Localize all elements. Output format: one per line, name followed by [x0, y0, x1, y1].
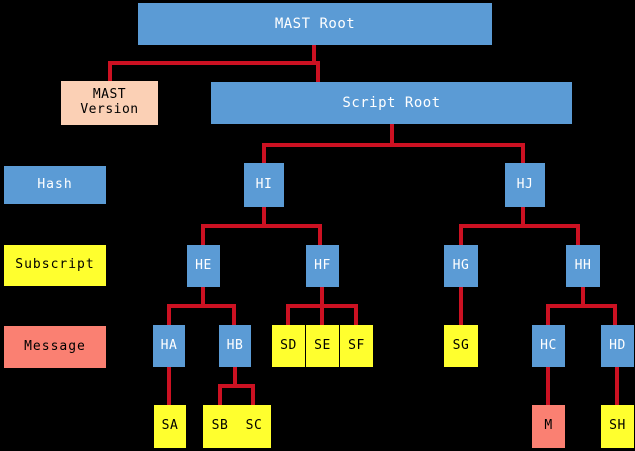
- edge-trunk-1-to-split-1: [108, 61, 320, 65]
- node-hd[interactable]: HD: [601, 325, 634, 367]
- edge-split-5-to-ha: [167, 304, 171, 327]
- node-he[interactable]: HE: [187, 245, 220, 287]
- edge-hh-to-trunk-7: [581, 285, 585, 307]
- edge-trunk-2-to-split-2: [262, 143, 525, 147]
- node-sa[interactable]: SA: [154, 405, 186, 448]
- edge-ha-to-sa: [167, 365, 171, 407]
- edge-hb-to-trunk-8: [233, 365, 237, 387]
- edge-split-2-to-hj: [521, 143, 525, 165]
- edge-split-8-to-sc: [251, 384, 255, 407]
- edge-hi-to-trunk-3: [262, 205, 266, 227]
- node-hh[interactable]: HH: [566, 245, 600, 287]
- edge-split-6-to-sd: [286, 304, 290, 327]
- edge-split-1-to-mast-version: [108, 61, 112, 83]
- node-sf[interactable]: SF: [340, 325, 373, 367]
- edge-split-7-to-hc: [546, 304, 550, 327]
- edge-trunk-8-to-split-8: [218, 384, 255, 388]
- edge-hf-to-trunk-6: [320, 285, 324, 307]
- edge-hj-to-trunk-4: [521, 205, 525, 227]
- edge-split-4-to-hh: [576, 224, 580, 247]
- node-hf[interactable]: HF: [306, 245, 339, 287]
- edge-split-4-to-hg: [459, 224, 463, 247]
- node-m[interactable]: M: [532, 405, 565, 448]
- edge-script-root-to-trunk-2: [390, 124, 394, 146]
- node-hc[interactable]: HC: [532, 325, 565, 367]
- node-sh[interactable]: SH: [601, 405, 634, 448]
- edge-trunk-3-to-split-3: [201, 224, 322, 228]
- edge-split-8-to-sb: [218, 384, 222, 407]
- node-sc[interactable]: SC: [237, 405, 271, 448]
- node-hi[interactable]: HI: [244, 163, 284, 207]
- legend-item-message: Message: [4, 326, 106, 368]
- edge-split-6-to-sf: [354, 304, 358, 327]
- node-mast-version[interactable]: MAST Version: [61, 81, 158, 125]
- node-hg[interactable]: HG: [444, 245, 478, 287]
- edge-hc-to-m: [546, 365, 550, 407]
- edge-hd-to-sh: [615, 365, 619, 407]
- edge-trunk-5-to-split-5: [167, 304, 236, 308]
- edge-trunk-7-to-split-7: [546, 304, 617, 308]
- node-script-root[interactable]: Script Root: [211, 82, 572, 124]
- node-se[interactable]: SE: [306, 325, 339, 367]
- edge-split-3-to-hf: [318, 224, 322, 247]
- node-hb[interactable]: HB: [219, 325, 251, 367]
- edge-split-2-to-hi: [262, 143, 266, 165]
- node-mast-root[interactable]: MAST Root: [138, 3, 492, 45]
- edge-hg-to-sg: [459, 285, 463, 327]
- legend-item-hash: Hash: [4, 166, 106, 204]
- node-sb[interactable]: SB: [203, 405, 237, 448]
- edge-split-6-to-se: [320, 304, 324, 327]
- edge-he-to-trunk-5: [201, 285, 205, 307]
- edge-split-5-to-hb: [232, 304, 236, 327]
- node-ha[interactable]: HA: [153, 325, 185, 367]
- node-hj[interactable]: HJ: [505, 163, 545, 207]
- edge-split-1-to-script-root: [316, 61, 320, 84]
- legend-item-subscript: Subscript: [4, 245, 106, 286]
- edge-mast-root-to-trunk-1: [312, 45, 316, 63]
- edge-split-3-to-he: [201, 224, 205, 247]
- edge-split-7-to-hd: [613, 304, 617, 327]
- edge-trunk-4-to-split-4: [459, 224, 580, 228]
- node-sd[interactable]: SD: [272, 325, 305, 367]
- node-sg[interactable]: SG: [444, 325, 478, 367]
